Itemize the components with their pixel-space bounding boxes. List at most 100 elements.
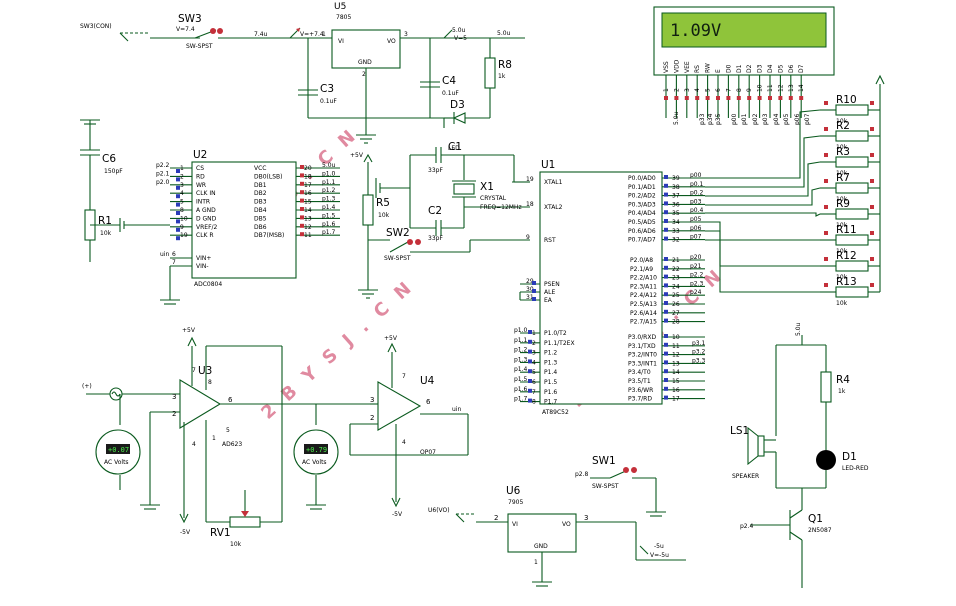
mcu-pin-name: P3.1/TXD — [628, 343, 656, 350]
pin-marker — [788, 96, 793, 100]
adc-pin-num: 15 — [304, 199, 312, 206]
mcu-net-label: p1.4 — [514, 366, 528, 373]
mcu-pin-name: P2.7/A15 — [630, 319, 657, 326]
lcd-net-label: p00 — [731, 113, 738, 125]
mcu-net-label: p3.2 — [692, 349, 706, 356]
adc-pin-name: CS — [196, 165, 204, 172]
u4-pin: 7 — [402, 373, 406, 380]
r4-ref: R4 — [836, 374, 850, 386]
r1-value: 10k — [100, 230, 112, 237]
pin-marker — [176, 185, 180, 190]
adc-pin-num: 20 — [304, 165, 312, 172]
adc-net-label: p2.2 — [156, 162, 170, 169]
resistor-value: 10k — [836, 300, 848, 307]
adc-net-label: p2.1 — [156, 170, 170, 177]
lcd-pin-number: 7 — [725, 88, 732, 92]
mcu-pin-num: 35 — [672, 210, 680, 217]
pin-marker — [664, 175, 668, 179]
pin-marker — [664, 183, 668, 188]
u3-inamp — [179, 379, 222, 429]
lcd-pin-number: 10 — [757, 84, 764, 92]
adc-pin-num: 4 — [180, 190, 184, 197]
adc-pin-name: DB2 — [254, 190, 267, 197]
mcu-pin-num: 2 — [532, 340, 536, 347]
mcu-pin-name: P2.5/A13 — [630, 301, 657, 308]
pin-marker — [664, 378, 668, 382]
mcu-pin-name: P0.5/AD5 — [628, 219, 656, 226]
mcu-pin-name: P1.2 — [544, 350, 557, 357]
mcu-pin-name: P3.5/T1 — [628, 378, 651, 385]
rv1-potentiometer[interactable] — [229, 516, 261, 528]
pin-marker — [664, 342, 668, 347]
mcu-net-label: p1.7 — [514, 396, 528, 403]
adc-pin-name: DB3 — [254, 199, 267, 206]
u4-ref: U4 — [420, 375, 435, 387]
mcu-net-label: p1.2 — [514, 347, 528, 354]
pin-marker — [664, 283, 668, 288]
pin-marker — [664, 265, 668, 270]
pin-marker — [664, 351, 668, 356]
d3-value: LED — [448, 145, 460, 152]
adc-net-label: p1.7 — [322, 229, 336, 236]
rc-clock-network: C6 150pF R1 10k — [80, 119, 170, 262]
probe-label: V=5 — [454, 35, 467, 42]
r8-resistor — [484, 57, 496, 89]
lcd-pin-number: 2 — [673, 88, 680, 92]
mcu-pin-num: 8 — [532, 399, 536, 406]
mcu-pin-num: 6 — [532, 379, 536, 386]
lcd-pin-name: D0 — [725, 64, 732, 73]
mcu-pin-name: P2.6/A14 — [630, 310, 657, 317]
q1-base-net: p2.4 — [740, 523, 754, 530]
lcd-pin-name: VDD — [673, 59, 680, 73]
c2-value: 33pF — [428, 235, 443, 242]
vee-label: -5V — [180, 529, 191, 536]
adc-pin-num: 17 — [304, 182, 312, 189]
voltmeter-1-label: AC Volts — [104, 459, 129, 466]
mcu-pin-name: P3.6/WR — [628, 387, 653, 394]
u5-part: 7805 — [336, 14, 351, 21]
pin-marker — [300, 207, 304, 211]
adc-pin-name: DB5 — [254, 215, 267, 222]
pin-marker — [736, 96, 741, 100]
sw2-lever[interactable] — [389, 241, 409, 253]
u6-pin: 2 — [494, 514, 498, 522]
c1-value: 33pF — [428, 167, 443, 174]
mcu-pin-num: 32 — [672, 237, 680, 244]
lcd-pin-name: D6 — [788, 64, 795, 73]
u4-opamp — [377, 381, 422, 431]
c3-value: 0.1uF — [320, 98, 337, 105]
u3-pin: 6 — [228, 396, 233, 404]
mcu-pin-name: P0.7/AD7 — [628, 237, 656, 244]
lcd-net-label: 5.0u — [673, 111, 680, 125]
pin-marker — [870, 101, 874, 105]
u1-part: AT89C52 — [542, 409, 569, 416]
r1-ref: R1 — [98, 215, 112, 227]
lcd-net-label: p04 — [773, 113, 780, 125]
mcu-net-label: p3.3 — [692, 357, 706, 364]
adc-net-label: p1.6 — [322, 221, 336, 228]
mcu-pin-num: 22 — [672, 266, 680, 273]
resistor-ref: R12 — [836, 250, 857, 262]
u3-pin: 2 — [172, 410, 176, 418]
u3-pin: 8 — [208, 379, 212, 386]
mcu-pin-name: P1.5 — [544, 379, 557, 386]
mcu-pin-name: P1.4 — [544, 369, 557, 376]
resistor-value: 10k — [836, 248, 848, 255]
mcu-pin-num: 14 — [672, 369, 680, 376]
pin-marker — [870, 153, 874, 157]
u5-ref: U5 — [334, 2, 346, 12]
mcu-pin-num: 7 — [532, 389, 536, 396]
pin-marker — [176, 236, 180, 241]
u3-part: AD623 — [222, 441, 242, 448]
voltmeter-1-reading: +0.07 — [108, 446, 129, 454]
lcd-pin-name: D4 — [767, 64, 774, 73]
pin-marker — [664, 274, 668, 279]
pin-marker — [664, 318, 668, 323]
adc-pin-name: A GND — [196, 207, 216, 214]
adc-pin-name: DB0(LSB) — [254, 173, 283, 180]
pin-marker — [300, 165, 304, 169]
pin-marker — [747, 96, 752, 100]
resistor-ref: R3 — [836, 146, 850, 158]
mcu-pin-num: 21 — [672, 257, 680, 264]
pin-marker — [664, 257, 668, 261]
